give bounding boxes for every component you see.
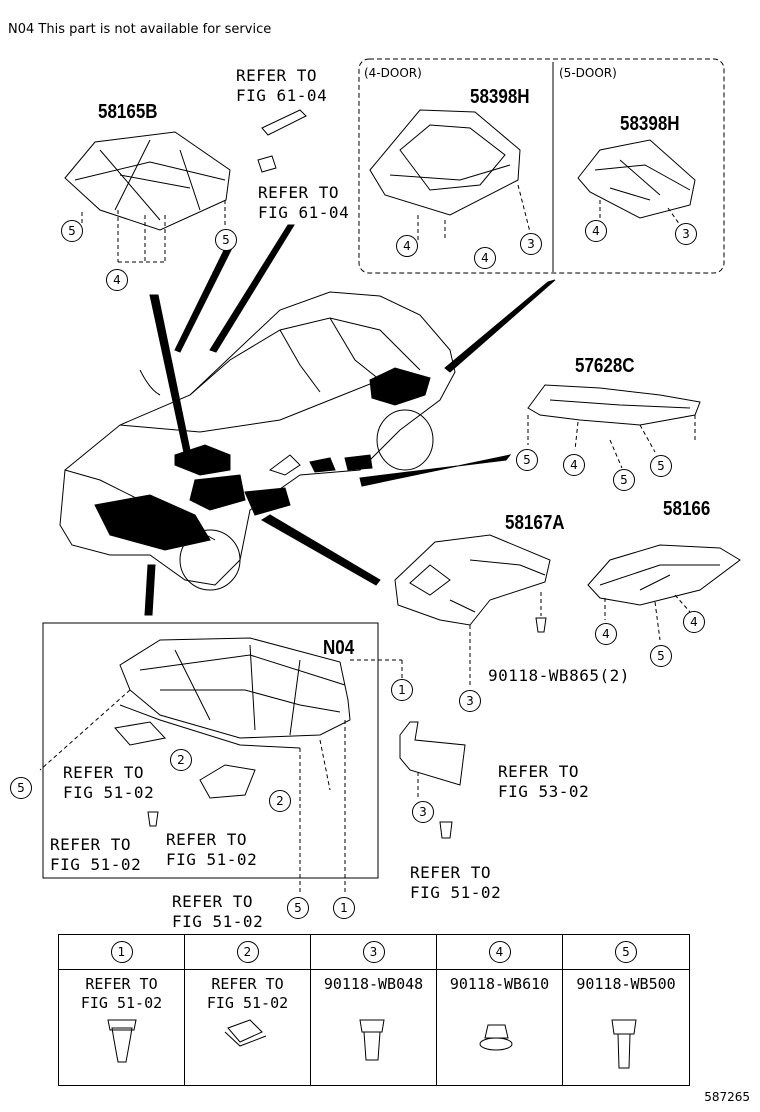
legend-label-line1: REFER TO (211, 975, 284, 993)
four-door-label: (4-DOOR) (364, 66, 422, 80)
legend-cell: 5 90118-WB500 (563, 935, 689, 1085)
legend-label-line2[interactable]: FIG 51-02 (80, 994, 163, 1012)
refer-fig-link[interactable]: FIG 61-04 (236, 86, 328, 105)
refer-fig-link[interactable]: FIG 53-02 (498, 782, 590, 801)
part-number-58398H-4door[interactable]: 58398H (470, 86, 530, 108)
part-number-N04[interactable]: N04 (323, 637, 355, 659)
refer-to-label: REFER TO (258, 183, 340, 202)
callout-4[interactable]: 4 (563, 454, 585, 476)
legend-number: 5 (615, 941, 637, 963)
refer-fig-link[interactable]: FIG 51-02 (172, 912, 264, 931)
bracket-53-02-shape (399, 721, 466, 839)
part-number-58165B[interactable]: 58165B (98, 101, 158, 123)
callout-4[interactable]: 4 (683, 611, 705, 633)
refer-to-label: REFER TO (236, 66, 318, 85)
callout-5[interactable]: 5 (516, 449, 538, 471)
n04-detail-frame (42, 622, 379, 879)
legend-part-number[interactable]: 90118-WB500 (576, 975, 676, 993)
five-door-label: (5-DOOR) (559, 66, 617, 80)
legend-number: 3 (362, 941, 385, 963)
part-number-90118-WB865[interactable]: 90118-WB865(2) (488, 666, 630, 685)
callout-4[interactable]: 4 (585, 220, 607, 242)
callout-5[interactable]: 5 (613, 469, 635, 491)
illustration-code: 587265 (704, 1090, 750, 1104)
part-57628C-shape (527, 384, 701, 469)
callout-3[interactable]: 3 (459, 690, 481, 712)
callout-5[interactable]: 5 (10, 777, 32, 799)
refer-to-label: REFER TO (166, 830, 248, 849)
callout-2[interactable]: 2 (170, 749, 192, 771)
refer-to-label: REFER TO (50, 835, 132, 854)
callout-5[interactable]: 5 (215, 229, 237, 251)
service-note: N04 This part is not available for servi… (8, 22, 272, 37)
part-58398H-5door-shape (577, 139, 696, 226)
callout-3[interactable]: 3 (675, 223, 697, 245)
legend-number: 4 (488, 941, 511, 963)
refer-fig-link[interactable]: FIG 61-04 (258, 203, 350, 222)
refer-to-label: REFER TO (498, 762, 580, 781)
part-number-58166[interactable]: 58166 (663, 498, 711, 520)
door-variant-frame (358, 58, 725, 274)
callout-4[interactable]: 4 (474, 247, 496, 269)
callout-4[interactable]: 4 (106, 269, 128, 291)
legend-number: 2 (236, 941, 259, 963)
callout-5[interactable]: 5 (650, 645, 672, 667)
callout-5[interactable]: 5 (61, 220, 83, 242)
refer-to-label: REFER TO (63, 763, 145, 782)
callout-5[interactable]: 5 (287, 897, 309, 919)
bracket-61-04-shape (257, 109, 307, 173)
legend-part-number[interactable]: 90118-WB610 (449, 975, 550, 993)
part-number-57628C[interactable]: 57628C (575, 355, 635, 377)
legend-part-number[interactable]: 90118-WB048 (323, 975, 424, 993)
callout-3[interactable]: 3 (412, 801, 434, 823)
legend-number: 1 (110, 941, 133, 963)
part-58398H-4door-shape (369, 109, 531, 240)
refer-fig-link[interactable]: FIG 51-02 (63, 783, 155, 802)
callout-4[interactable]: 4 (595, 623, 617, 645)
callout-4[interactable]: 4 (396, 235, 418, 257)
legend-cell: 4 90118-WB610 (437, 935, 563, 1085)
callout-1[interactable]: 1 (333, 897, 355, 919)
refer-to-label: REFER TO (410, 863, 492, 882)
refer-fig-link[interactable]: FIG 51-02 (166, 850, 258, 869)
callout-3[interactable]: 3 (520, 233, 542, 255)
part-58166-shape (587, 544, 741, 641)
callout-5[interactable]: 5 (650, 455, 672, 477)
callout-2[interactable]: 2 (269, 790, 291, 812)
refer-to-label: REFER TO (172, 892, 254, 911)
part-58167A-shape (394, 534, 551, 688)
part-N04-shape (39, 637, 403, 895)
part-number-58167A[interactable]: 58167A (505, 512, 565, 534)
legend-cell: 3 90118-WB048 (311, 935, 437, 1085)
car-undercover-fills (94, 224, 556, 616)
legend-label-line2[interactable]: FIG 51-02 (206, 994, 289, 1012)
refer-fig-link[interactable]: FIG 51-02 (50, 855, 142, 874)
part-number-58398H-5door[interactable]: 58398H (620, 113, 680, 135)
callout-1[interactable]: 1 (391, 679, 413, 701)
legend-label-line1: REFER TO (85, 975, 158, 993)
car-body-shape (59, 291, 456, 591)
refer-fig-link[interactable]: FIG 51-02 (410, 883, 502, 902)
part-58165B-shape (64, 131, 231, 263)
table-fastener-shapes (107, 1019, 637, 1069)
